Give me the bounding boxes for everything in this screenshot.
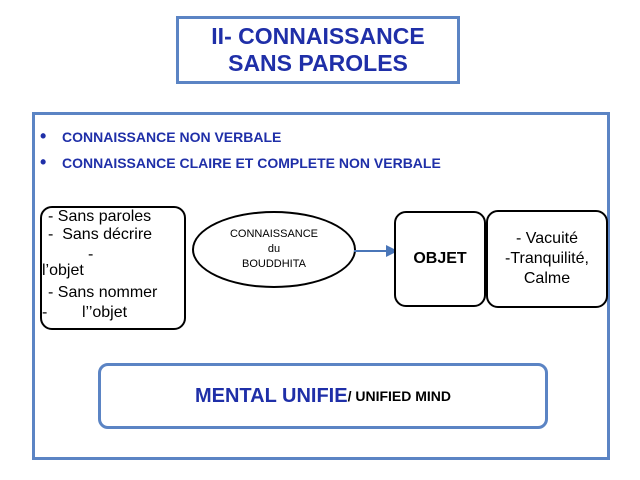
bullet-dot-icon: • [40, 126, 47, 146]
bullet-dot-icon: • [40, 152, 47, 172]
left-box-line: - Sans décrire [48, 226, 153, 243]
mental-box: MENTAL UNIFIE / UNIFIED MIND [98, 363, 548, 429]
object-label: OBJET [413, 250, 467, 267]
bullet-text: CONNAISSANCE CLAIRE ET COMPLETE NON VERB… [62, 154, 441, 171]
right-box-line-1: - Vacuité [516, 230, 578, 247]
bullet-text: CONNAISSANCE NON VERBALE [62, 128, 282, 145]
connaissance-ellipse: CONNAISSANCE du BOUDDHITA [192, 211, 356, 288]
right-box-line-2: -Tranquilité, [505, 250, 589, 267]
right-box: - Vacuité -Tranquilité, Calme [486, 210, 608, 308]
left-box-line: - [42, 304, 48, 321]
left-box-line: - [88, 246, 94, 263]
title-line-2: SANS PAROLES [228, 50, 408, 76]
left-box-line: - Sans nommer [48, 284, 158, 301]
ellipse-line-2: du [267, 243, 281, 255]
left-box: - Sans paroles - Sans décrire - l’objet … [40, 206, 186, 330]
arrow-right-icon [354, 245, 398, 257]
title-box: II- CONNAISSANCE SANS PAROLES [176, 16, 460, 84]
left-box-line: l’objet [42, 262, 84, 279]
right-box-line-3: Calme [523, 270, 571, 287]
left-box-line: - Sans paroles [48, 208, 152, 225]
mental-sub-text: / UNIFIED MIND [347, 388, 452, 404]
left-box-line: l’’objet [82, 304, 128, 321]
title-line-1: II- CONNAISSANCE [211, 23, 425, 49]
bullet-item: • CONNAISSANCE NON VERBALE [40, 126, 281, 147]
bullet-item: • CONNAISSANCE CLAIRE ET COMPLETE NON VE… [40, 152, 441, 173]
mental-main-text: MENTAL UNIFIE [194, 384, 348, 407]
ellipse-line-1: CONNAISSANCE [229, 228, 319, 240]
ellipse-line-3: BOUDDHITA [242, 258, 306, 270]
object-box: OBJET [394, 211, 486, 307]
